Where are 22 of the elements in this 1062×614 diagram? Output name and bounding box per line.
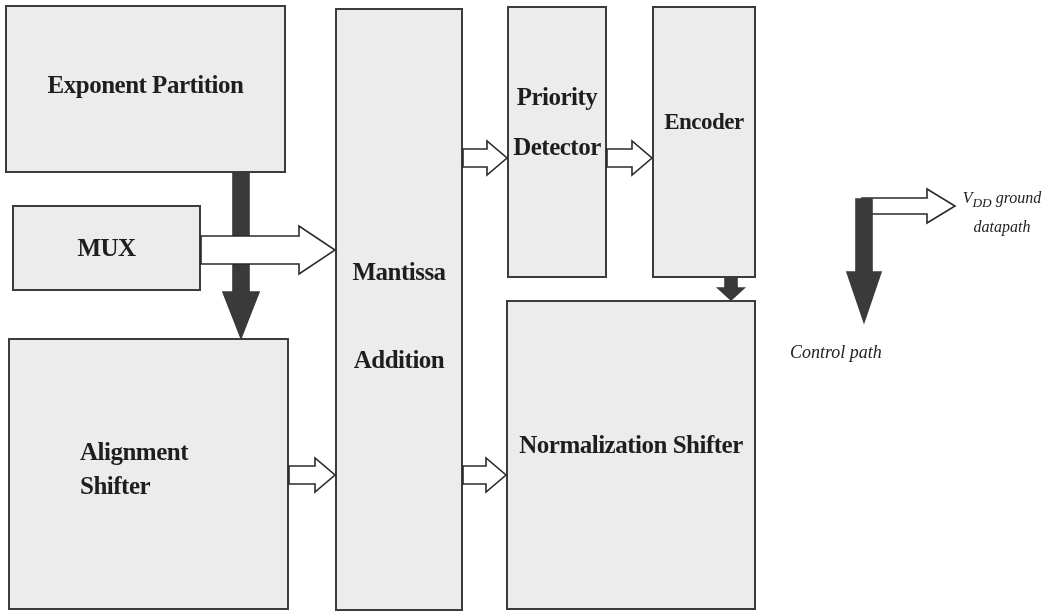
- hollow-block-arrow: [288, 456, 337, 494]
- block-label: Priority Detector: [512, 82, 602, 162]
- hollow-block-arrow: [462, 139, 509, 177]
- block-box: [652, 6, 756, 278]
- block-box: [335, 8, 463, 611]
- hollow-block-arrow: [606, 139, 654, 177]
- block-box: [8, 338, 289, 610]
- block-box: [507, 6, 607, 278]
- block-label: Exponent Partition: [47, 71, 244, 99]
- hollow-block-arrow: [200, 224, 337, 276]
- block-label: Alignment Shifter: [80, 437, 190, 501]
- block-label: Encoder: [664, 109, 744, 135]
- block-box: [12, 205, 201, 291]
- block-label: Normalization Shifter: [519, 430, 743, 460]
- hollow-block-arrow: [462, 456, 508, 494]
- block-label: MUX: [77, 234, 136, 262]
- legend-label: V$_{DD}$ ground datapath: [961, 188, 1043, 238]
- legend-label: Control path: [790, 342, 883, 363]
- block-label: Mantissa Addition: [351, 257, 447, 375]
- solid-block-arrow: [715, 277, 747, 302]
- block-box: [506, 300, 756, 610]
- block-box: [5, 5, 286, 173]
